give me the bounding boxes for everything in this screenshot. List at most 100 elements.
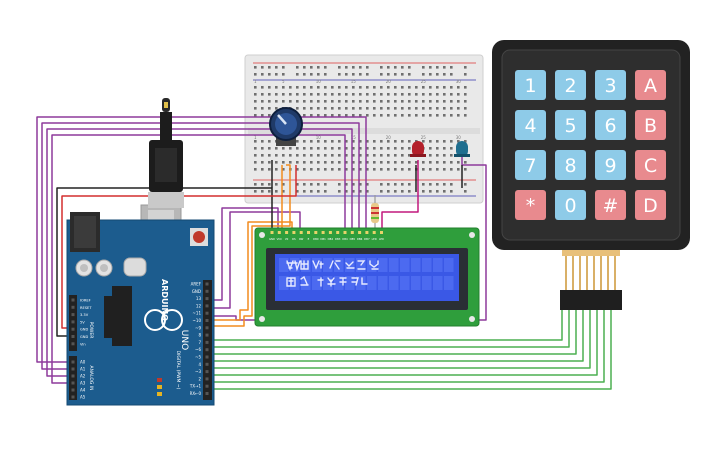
breadboard-hole[interactable] bbox=[450, 140, 453, 143]
breadboard-hole[interactable] bbox=[464, 107, 467, 110]
breadboard-hole[interactable] bbox=[429, 161, 432, 164]
breadboard-hole[interactable] bbox=[268, 161, 271, 164]
breadboard-hole[interactable] bbox=[436, 190, 439, 193]
breadboard-hole[interactable] bbox=[387, 168, 390, 171]
breadboard-hole[interactable] bbox=[268, 154, 271, 157]
breadboard-hole[interactable] bbox=[443, 147, 446, 150]
breadboard-hole[interactable] bbox=[464, 86, 467, 89]
breadboard-hole[interactable] bbox=[366, 86, 369, 89]
breadboard-hole[interactable] bbox=[394, 190, 397, 193]
breadboard-hole[interactable] bbox=[317, 86, 320, 89]
breadboard-hole[interactable] bbox=[275, 183, 278, 186]
breadboard-hole[interactable] bbox=[331, 86, 334, 89]
digital-pin-socket[interactable] bbox=[205, 289, 209, 293]
breadboard-hole[interactable] bbox=[415, 107, 418, 110]
breadboard-hole[interactable] bbox=[282, 168, 285, 171]
breadboard-hole[interactable] bbox=[464, 190, 467, 193]
breadboard-hole[interactable] bbox=[331, 161, 334, 164]
breadboard-hole[interactable] bbox=[303, 168, 306, 171]
breadboard-hole[interactable] bbox=[352, 183, 355, 186]
breadboard-hole[interactable] bbox=[261, 114, 264, 117]
keypad-key-face[interactable] bbox=[515, 190, 546, 220]
breadboard-hole[interactable] bbox=[352, 66, 355, 69]
breadboard-hole[interactable] bbox=[310, 183, 313, 186]
breadboard-hole[interactable] bbox=[268, 107, 271, 110]
digital-pin-socket[interactable] bbox=[205, 311, 209, 315]
keypad-key[interactable]: # bbox=[595, 190, 626, 220]
breadboard-hole[interactable] bbox=[380, 161, 383, 164]
breadboard-hole[interactable] bbox=[338, 183, 341, 186]
breadboard-hole[interactable] bbox=[387, 147, 390, 150]
breadboard-hole[interactable] bbox=[380, 168, 383, 171]
breadboard-hole[interactable] bbox=[296, 140, 299, 143]
lcd-pin[interactable] bbox=[314, 231, 318, 234]
analog-pin-socket[interactable] bbox=[71, 388, 75, 392]
breadboard-hole[interactable] bbox=[338, 114, 341, 117]
breadboard-hole[interactable] bbox=[310, 147, 313, 150]
breadboard-hole[interactable] bbox=[394, 73, 397, 76]
breadboard-hole[interactable] bbox=[268, 100, 271, 103]
breadboard-hole[interactable] bbox=[254, 107, 257, 110]
breadboard-hole[interactable] bbox=[317, 100, 320, 103]
breadboard-hole[interactable] bbox=[401, 107, 404, 110]
breadboard-hole[interactable] bbox=[275, 190, 278, 193]
breadboard-hole[interactable] bbox=[317, 140, 320, 143]
breadboard-hole[interactable] bbox=[359, 161, 362, 164]
analog-pin-socket[interactable] bbox=[71, 374, 75, 378]
breadboard-hole[interactable] bbox=[268, 114, 271, 117]
breadboard-hole[interactable] bbox=[324, 183, 327, 186]
breadboard-hole[interactable] bbox=[380, 147, 383, 150]
breadboard-hole[interactable] bbox=[373, 154, 376, 157]
breadboard-hole[interactable] bbox=[380, 107, 383, 110]
breadboard-hole[interactable] bbox=[296, 86, 299, 89]
breadboard-hole[interactable] bbox=[394, 107, 397, 110]
breadboard-hole[interactable] bbox=[366, 161, 369, 164]
breadboard-hole[interactable] bbox=[436, 100, 439, 103]
breadboard-hole[interactable] bbox=[401, 93, 404, 96]
breadboard-hole[interactable] bbox=[324, 93, 327, 96]
breadboard-hole[interactable] bbox=[422, 140, 425, 143]
lcd-pin[interactable] bbox=[270, 231, 274, 234]
breadboard-hole[interactable] bbox=[317, 190, 320, 193]
breadboard-hole[interactable] bbox=[394, 114, 397, 117]
breadboard-hole[interactable] bbox=[394, 100, 397, 103]
keypad-key-face[interactable] bbox=[555, 70, 586, 100]
breadboard-hole[interactable] bbox=[373, 86, 376, 89]
breadboard-hole[interactable] bbox=[408, 147, 411, 150]
breadboard-hole[interactable] bbox=[324, 107, 327, 110]
breadboard-hole[interactable] bbox=[254, 183, 257, 186]
breadboard-hole[interactable] bbox=[366, 100, 369, 103]
breadboard-hole[interactable] bbox=[373, 140, 376, 143]
keypad-key[interactable]: 5 bbox=[555, 110, 586, 140]
breadboard-hole[interactable] bbox=[394, 93, 397, 96]
breadboard-hole[interactable] bbox=[450, 107, 453, 110]
breadboard-hole[interactable] bbox=[317, 168, 320, 171]
breadboard-hole[interactable] bbox=[275, 73, 278, 76]
breadboard-hole[interactable] bbox=[359, 147, 362, 150]
lcd-pin[interactable] bbox=[299, 231, 303, 234]
power-pin-socket[interactable] bbox=[71, 320, 75, 324]
breadboard-hole[interactable] bbox=[380, 73, 383, 76]
breadboard-hole[interactable] bbox=[359, 66, 362, 69]
keypad-key-face[interactable] bbox=[595, 110, 626, 140]
breadboard-hole[interactable] bbox=[310, 154, 313, 157]
breadboard-hole[interactable] bbox=[422, 86, 425, 89]
breadboard-hole[interactable] bbox=[345, 154, 348, 157]
breadboard-hole[interactable] bbox=[457, 161, 460, 164]
breadboard-hole[interactable] bbox=[450, 86, 453, 89]
digital-pin-socket[interactable] bbox=[205, 362, 209, 366]
digital-pin-socket[interactable] bbox=[205, 319, 209, 322]
analog-pin-socket[interactable] bbox=[71, 360, 75, 364]
breadboard-hole[interactable] bbox=[254, 93, 257, 96]
breadboard-hole[interactable] bbox=[310, 190, 313, 193]
breadboard-hole[interactable] bbox=[303, 114, 306, 117]
breadboard-hole[interactable] bbox=[289, 86, 292, 89]
breadboard-hole[interactable] bbox=[282, 73, 285, 76]
breadboard-hole[interactable] bbox=[261, 161, 264, 164]
breadboard-hole[interactable] bbox=[268, 190, 271, 193]
breadboard-hole[interactable] bbox=[303, 190, 306, 193]
breadboard-hole[interactable] bbox=[464, 73, 467, 76]
breadboard-hole[interactable] bbox=[275, 107, 278, 110]
breadboard-hole[interactable] bbox=[394, 66, 397, 69]
breadboard-hole[interactable] bbox=[345, 73, 348, 76]
